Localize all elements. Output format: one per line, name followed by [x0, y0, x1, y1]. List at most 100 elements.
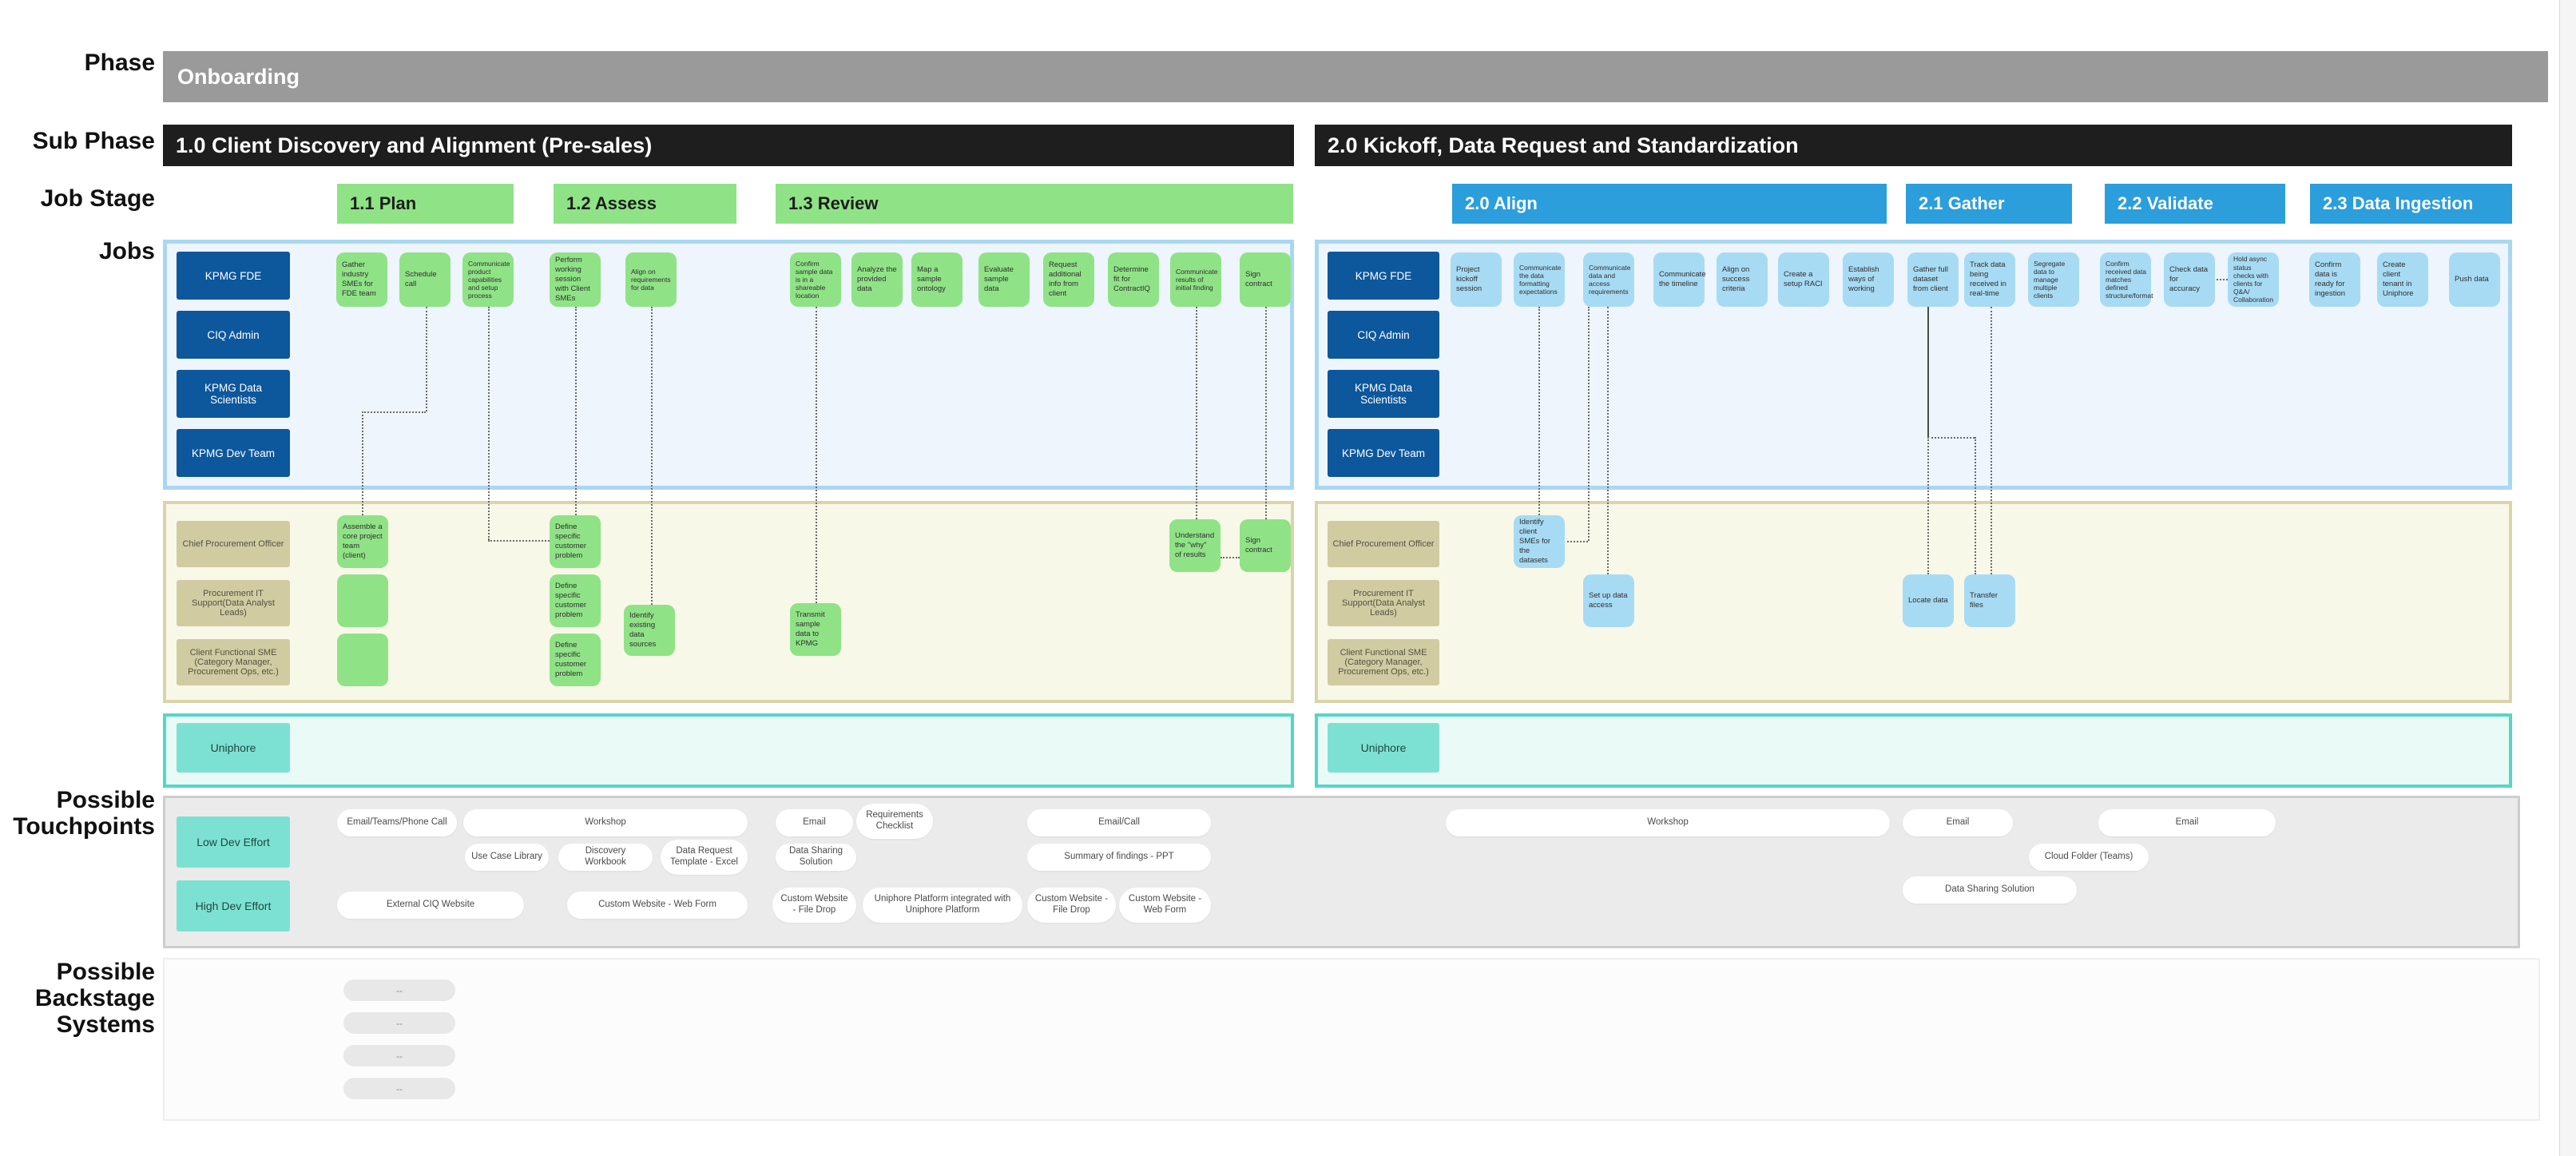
sticky-note-align-on-requirements-for-data[interactable]: Align on requirements for data [625, 252, 677, 307]
sticky-note-push-data[interactable]: Push data [2449, 252, 2500, 307]
actor-ciq-admin[interactable]: CIQ Admin [1328, 311, 1439, 359]
row-label-line: Phase [84, 50, 155, 76]
actor-high-dev-effort[interactable]: High Dev Effort [177, 880, 290, 932]
sticky-note-confirm-sample-data-is-in-a-shareable-lo[interactable]: Confirm sample data is in a shareable lo… [790, 252, 841, 307]
touchpoint-pill-custom-website-file-drop[interactable]: Custom Website - File Drop [1027, 888, 1116, 923]
touchpoint-pill-data-request-template-excel[interactable]: Data Request Template - Excel [661, 840, 748, 875]
row-label-jobs: Jobs [0, 238, 155, 264]
sub-phase-bar-2-0-kickoff-data-request-and-standardiza[interactable]: 2.0 Kickoff, Data Request and Standardiz… [1315, 125, 2512, 166]
sticky-note-item[interactable] [337, 574, 388, 627]
phase-bar-onboarding[interactable]: Onboarding [163, 51, 2548, 102]
backstage-system-pill[interactable]: -- [343, 1078, 455, 1099]
sticky-note-map-a-sample-ontology[interactable]: Map a sample ontology [911, 252, 963, 307]
actor-kpmg-fde[interactable]: KPMG FDE [1328, 252, 1439, 300]
sticky-note-evaluate-sample-data[interactable]: Evaluate sample data [978, 252, 1030, 307]
sticky-note-identify-existing-data-sources[interactable]: Identify existing data sources [624, 605, 675, 656]
touchpoint-pill-email[interactable]: Email [776, 809, 853, 836]
touchpoint-pill-workshop[interactable]: Workshop [463, 809, 748, 836]
actor-client-functional-sme-category-manager-p[interactable]: Client Functional SME (Category Manager,… [177, 639, 290, 685]
touchpoint-pill-custom-website-web-form[interactable]: Custom Website - Web Form [567, 892, 748, 919]
sticky-note-check-data-for-accuracy[interactable]: Check data for accuracy [2164, 252, 2215, 307]
sticky-note-communicate-results-of-initial-finding[interactable]: Communicate results of initial finding [1170, 252, 1221, 307]
sticky-note-define-specific-customer-problem[interactable]: Define specific customer problem [550, 634, 601, 686]
job-stage-1-1-plan[interactable]: 1.1 Plan [337, 184, 514, 224]
actor-procurement-it-support-data-analyst-lead[interactable]: Procurement IT Support(Data Analyst Lead… [1328, 580, 1439, 626]
sticky-note-identify-client-smes-for-the-datasets[interactable]: Identify client SMEs for the datasets [1514, 515, 1565, 568]
sticky-note-gather-industry-smes-for-fde-team[interactable]: Gather industry SMEs for FDE team [336, 252, 387, 307]
sticky-note-confirm-received-data-matches-defined-st[interactable]: Confirm received data matches defined st… [2100, 252, 2153, 307]
actor-kpmg-dev-team[interactable]: KPMG Dev Team [1328, 429, 1439, 477]
touchpoint-pill-data-sharing-solution[interactable]: Data Sharing Solution [1903, 876, 2077, 904]
actor-kpmg-data-scientists[interactable]: KPMG Data Scientists [177, 370, 290, 418]
backstage-system-pill[interactable]: -- [343, 1045, 455, 1067]
touchpoint-pill-cloud-folder-teams[interactable]: Cloud Folder (Teams) [2029, 844, 2149, 871]
touchpoint-pill-email-teams-phone-call[interactable]: Email/Teams/Phone Call [337, 809, 457, 836]
row-label-sub-phase: Sub Phase [0, 128, 155, 154]
touchpoint-pill-requirements-checklist[interactable]: Requirements Checklist [856, 804, 933, 839]
touchpoint-pill-discovery-workbook[interactable]: Discovery Workbook [558, 844, 653, 871]
actor-kpmg-data-scientists[interactable]: KPMG Data Scientists [1328, 370, 1439, 418]
sticky-note-transfer-files[interactable]: Transfer files [1964, 574, 2015, 627]
sticky-note-hold-async-status-checks-with-clients-fo[interactable]: Hold async status checks with clients fo… [2228, 252, 2279, 307]
job-stage-2-2-validate[interactable]: 2.2 Validate [2105, 184, 2285, 224]
sticky-note-gather-full-dataset-from-client[interactable]: Gather full dataset from client [1907, 252, 1959, 307]
actor-low-dev-effort[interactable]: Low Dev Effort [177, 816, 290, 868]
backstage-system-pill[interactable]: -- [343, 1012, 455, 1034]
actor-kpmg-dev-team[interactable]: KPMG Dev Team [177, 429, 290, 477]
touchpoint-pill-use-case-library[interactable]: Use Case Library [465, 844, 549, 871]
actor-chief-procurement-officer[interactable]: Chief Procurement Officer [177, 521, 290, 567]
touchpoint-pill-workshop[interactable]: Workshop [1446, 809, 1890, 836]
sticky-note-create-a-setup-raci[interactable]: Create a setup RACI [1778, 252, 1829, 307]
job-stage-2-0-align[interactable]: 2.0 Align [1452, 184, 1887, 224]
sticky-note-create-client-tenant-in-uniphore[interactable]: Create client tenant in Uniphore [2377, 252, 2428, 307]
sticky-note-communicate-the-data-formatting-expectat[interactable]: Communicate the data formatting expectat… [1514, 252, 1565, 307]
sticky-note-analyze-the-provided-data[interactable]: Analyze the provided data [851, 252, 903, 307]
sticky-note-establish-ways-of-working[interactable]: Establish ways of working [1843, 252, 1894, 307]
actor-kpmg-fde[interactable]: KPMG FDE [177, 252, 290, 300]
sticky-note-locate-data[interactable]: Locate data [1903, 574, 1954, 627]
sticky-note-define-specific-customer-problem[interactable]: Define specific customer problem [550, 515, 601, 568]
sticky-note-determine-fit-for-contractiq[interactable]: Determine fit for ContractIQ [1108, 252, 1159, 307]
sticky-note-communicate-data-and-access-requirements[interactable]: Communicate data and access requirements [1583, 252, 1634, 307]
touchpoint-pill-email[interactable]: Email [1903, 809, 2013, 836]
touchpoint-pill-data-sharing-solution[interactable]: Data Sharing Solution [776, 844, 856, 871]
actor-chief-procurement-officer[interactable]: Chief Procurement Officer [1328, 521, 1439, 567]
job-stage-2-3-data-ingestion[interactable]: 2.3 Data Ingestion [2310, 184, 2512, 224]
touchpoint-pill-uniphore-platform-integrated-with-unipho[interactable]: Uniphore Platform integrated with Unipho… [863, 888, 1022, 923]
sticky-note-confirm-data-is-ready-for-ingestion[interactable]: Confirm data is ready for ingestion [2309, 252, 2360, 307]
sticky-note-set-up-data-access[interactable]: Set up data access [1583, 574, 1634, 627]
actor-client-functional-sme-category-manager-p[interactable]: Client Functional SME (Category Manager,… [1328, 639, 1439, 685]
sticky-note-communicate-product-capabilities-and-set[interactable]: Communicate product capabilities and set… [462, 252, 514, 307]
sticky-note-schedule-call[interactable]: Schedule call [399, 252, 451, 307]
sticky-note-segregate-data-to-manage-multiple-client[interactable]: Segregate data to manage multiple client… [2028, 252, 2079, 307]
job-stage-1-3-review[interactable]: 1.3 Review [776, 184, 1293, 224]
sticky-note-communicate-the-timeline[interactable]: Communicate the timeline [1653, 252, 1706, 307]
sticky-note-item[interactable] [337, 634, 388, 686]
connector-line [488, 540, 550, 542]
actor-uniphore[interactable]: Uniphore [1328, 723, 1439, 773]
touchpoint-pill-summary-of-findings-ppt[interactable]: Summary of findings - PPT [1027, 844, 1211, 871]
touchpoint-pill-email-call[interactable]: Email/Call [1027, 809, 1211, 836]
backstage-system-pill[interactable]: -- [343, 979, 455, 1001]
job-stage-1-2-assess[interactable]: 1.2 Assess [554, 184, 736, 224]
touchpoint-pill-custom-website-file-drop[interactable]: Custom Website - File Drop [772, 888, 856, 923]
sticky-note-request-additional-info-from-client[interactable]: Request additional info from client [1043, 252, 1094, 307]
sticky-note-assemble-a-core-project-team-client[interactable]: Assemble a core project team (client) [337, 515, 388, 568]
sticky-note-define-specific-customer-problem[interactable]: Define specific customer problem [550, 574, 601, 627]
actor-ciq-admin[interactable]: CIQ Admin [177, 311, 290, 359]
sticky-note-understand-the-why-of-results[interactable]: Understand the "why" of results [1169, 519, 1221, 572]
sticky-note-sign-contract[interactable]: Sign contract [1240, 519, 1291, 572]
touchpoint-pill-custom-website-web-form[interactable]: Custom Website - Web Form [1119, 888, 1211, 923]
touchpoint-pill-email[interactable]: Email [2098, 809, 2276, 836]
sticky-note-perform-working-session-with-client-smes[interactable]: Perform working session with Client SMEs [550, 252, 601, 307]
sub-phase-bar-1-0-client-discovery-and-alignment-pre-s[interactable]: 1.0 Client Discovery and Alignment (Pre-… [163, 125, 1294, 166]
sticky-note-transmit-sample-data-to-kpmg[interactable]: Transmit sample data to KPMG [790, 603, 841, 656]
sticky-note-project-kickoff-session[interactable]: Project kickoff session [1451, 252, 1502, 307]
touchpoint-pill-external-ciq-website[interactable]: External CIQ Website [337, 892, 524, 919]
job-stage-2-1-gather[interactable]: 2.1 Gather [1906, 184, 2072, 224]
actor-uniphore[interactable]: Uniphore [177, 723, 290, 773]
sticky-note-align-on-success-criteria[interactable]: Align on success criteria [1717, 252, 1768, 307]
actor-procurement-it-support-data-analyst-lead[interactable]: Procurement IT Support(Data Analyst Lead… [177, 580, 290, 626]
sticky-note-track-data-being-received-in-real-time[interactable]: Track data being received in real-time [1964, 252, 2015, 307]
sticky-note-sign-contract[interactable]: Sign contract [1240, 252, 1291, 307]
